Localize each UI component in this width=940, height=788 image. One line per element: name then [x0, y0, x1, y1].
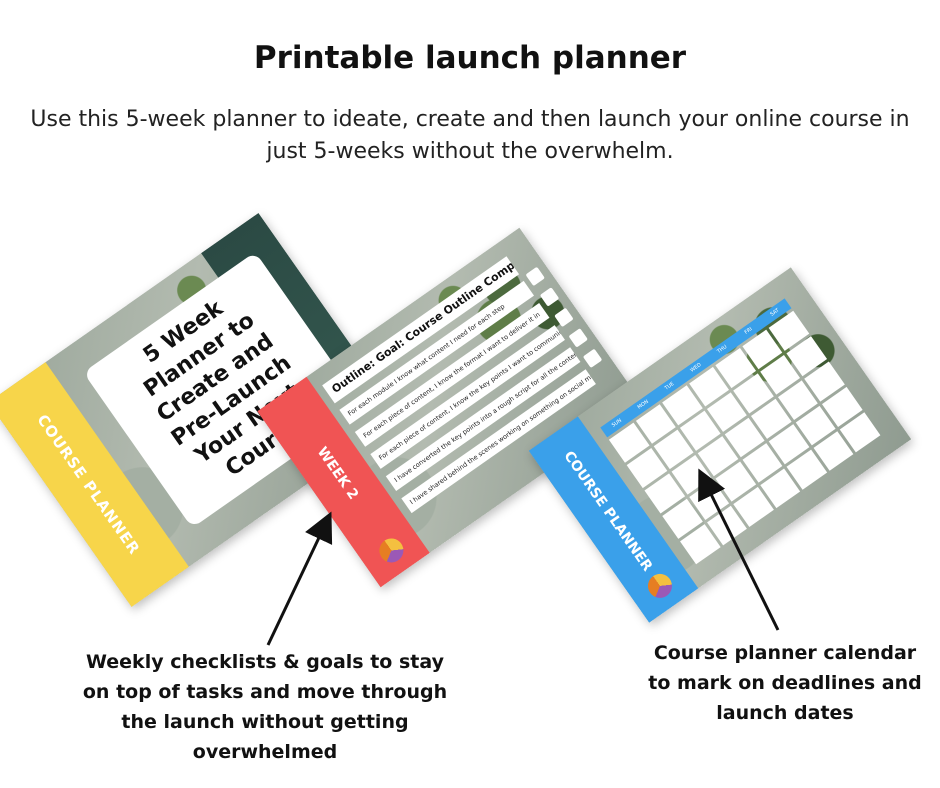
- page-subtitle: Use this 5-week planner to ideate, creat…: [30, 107, 910, 164]
- brand-logo-icon: [643, 569, 677, 603]
- page-title: Printable launch planner: [253, 40, 687, 76]
- week-band-label: WEEK 2: [313, 444, 362, 503]
- week-card: WEEK 2 Outline: Goal: Course Outline Com…: [257, 227, 643, 588]
- caption-calendar: Course planner calendar to mark on deadl…: [648, 642, 922, 724]
- caption-checklists: Weekly checklists & goals to stay on top…: [82, 651, 448, 763]
- calendar-card: COURSE PLANNER SUN MON TUE WED THU FRI S…: [528, 267, 912, 623]
- arrow-left: [266, 511, 333, 646]
- brand-logo-icon: [374, 533, 409, 568]
